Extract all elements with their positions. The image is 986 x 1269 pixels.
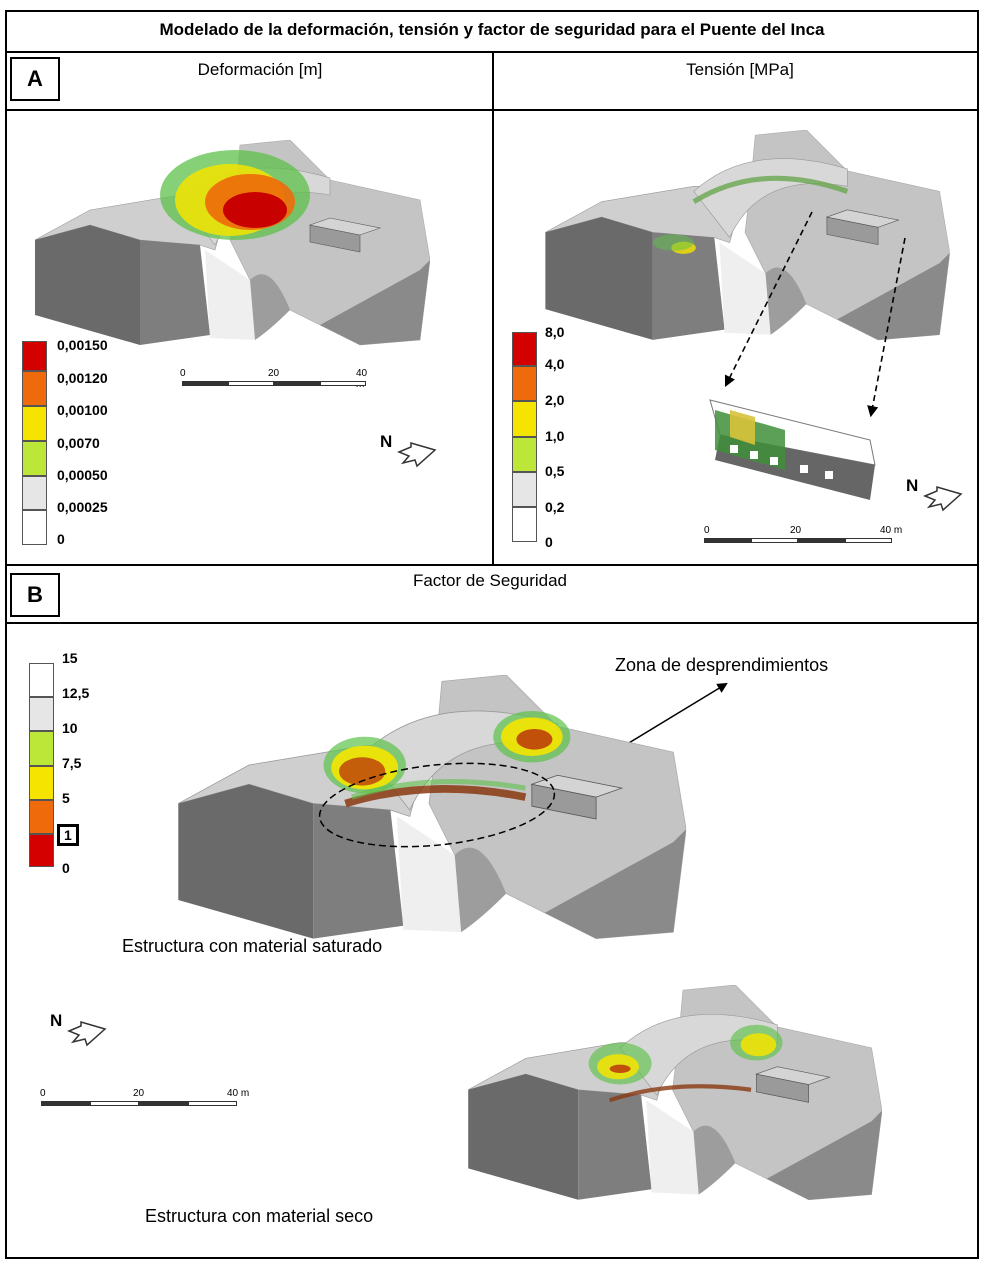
tension-zone-green [692, 175, 849, 204]
legend-label: 0 [62, 860, 70, 876]
north-label: N [906, 476, 919, 495]
legend-label: 15 [62, 650, 78, 666]
legend-label: 0,0070 [57, 435, 100, 451]
tension-legend: 8,0 4,0 2,0 1,0 0,5 0,2 0 [512, 324, 592, 552]
legend-swatch [22, 406, 47, 441]
legend-label: 1,0 [545, 428, 565, 444]
panel-b-letter: B [10, 573, 60, 617]
legend-swatch [22, 476, 47, 510]
legend-label-highlighted: 1 [57, 824, 79, 846]
scale-tick: 40 m [880, 525, 903, 536]
tension-header: Tensión [MPa] [686, 60, 794, 79]
figure-title: Modelado de la deformación, tensión y fa… [159, 20, 825, 39]
legend-label: 0 [545, 534, 553, 550]
scale-tick: 20 [133, 1088, 145, 1099]
building-detail [709, 399, 876, 500]
deformation-header: Deformación [m] [197, 60, 323, 79]
legend-swatch [22, 510, 47, 545]
scale-tick: 0 [704, 525, 710, 536]
scale-tick: 0 [40, 1088, 46, 1099]
north-arrow-icon [923, 486, 963, 512]
deformation-model [30, 140, 430, 350]
scale-tick: 20 [790, 525, 802, 536]
legend-swatch [22, 441, 47, 476]
legend-label: 12,5 [62, 685, 90, 701]
tension-model [525, 130, 965, 345]
north-label: N [380, 432, 393, 451]
saturated-model [148, 675, 710, 945]
north-arrow: N [906, 476, 966, 516]
scale-tick: 40 m [227, 1088, 250, 1099]
legend-label: 0,00025 [57, 499, 108, 515]
legend-label: 10 [62, 720, 78, 736]
tension-zone-green [652, 234, 694, 251]
scale-bar: 0 20 40 m [180, 368, 370, 390]
legend-label: 5 [62, 790, 70, 806]
dry-model [395, 985, 950, 1205]
detachment-zone-label: Zona de desprendimientos [615, 655, 829, 675]
legend-label: 0,5 [545, 463, 565, 479]
north-arrow-icon [397, 442, 437, 468]
panel-a-letter: A [10, 57, 60, 101]
north-arrow: N [380, 432, 440, 472]
legend-label: 7,5 [62, 755, 82, 771]
saturated-caption: Estructura con material saturado [122, 936, 383, 956]
safety-factor-header: Factor de Seguridad [412, 571, 568, 590]
deformation-zone-red [223, 192, 287, 228]
dry-caption: Estructura con material seco [145, 1206, 374, 1226]
north-label: N [50, 1011, 63, 1030]
legend-swatch [22, 371, 47, 406]
panel-a-divider [492, 52, 494, 565]
scale-bar: 0 20 40 m [40, 1088, 260, 1108]
legend-label: 0 [57, 531, 65, 547]
legend-swatch [22, 341, 47, 371]
legend-label: 0,2 [545, 499, 565, 515]
north-arrow: N [50, 1011, 110, 1051]
scale-bar: 0 20 40 m [702, 525, 912, 545]
north-arrow-icon [67, 1021, 107, 1047]
legend-label: 0,00050 [57, 467, 108, 483]
legend-label: 0,00150 [57, 337, 108, 353]
legend-label: 4,0 [545, 356, 565, 372]
scale-tick: 0 [180, 368, 186, 379]
safety-factor-legend: 15 12,5 10 7,5 5 1 0 [29, 650, 109, 878]
legend-label: 0,00100 [57, 402, 108, 418]
legend-label: 0,00120 [57, 370, 108, 386]
legend-label: 8,0 [545, 324, 565, 340]
legend-label: 2,0 [545, 392, 565, 408]
panel-b-header-row [5, 564, 979, 624]
scale-tick: 20 [268, 368, 280, 379]
deformation-legend: 0,00150 0,00120 0,00100 0,0070 0,00050 0… [22, 337, 142, 556]
